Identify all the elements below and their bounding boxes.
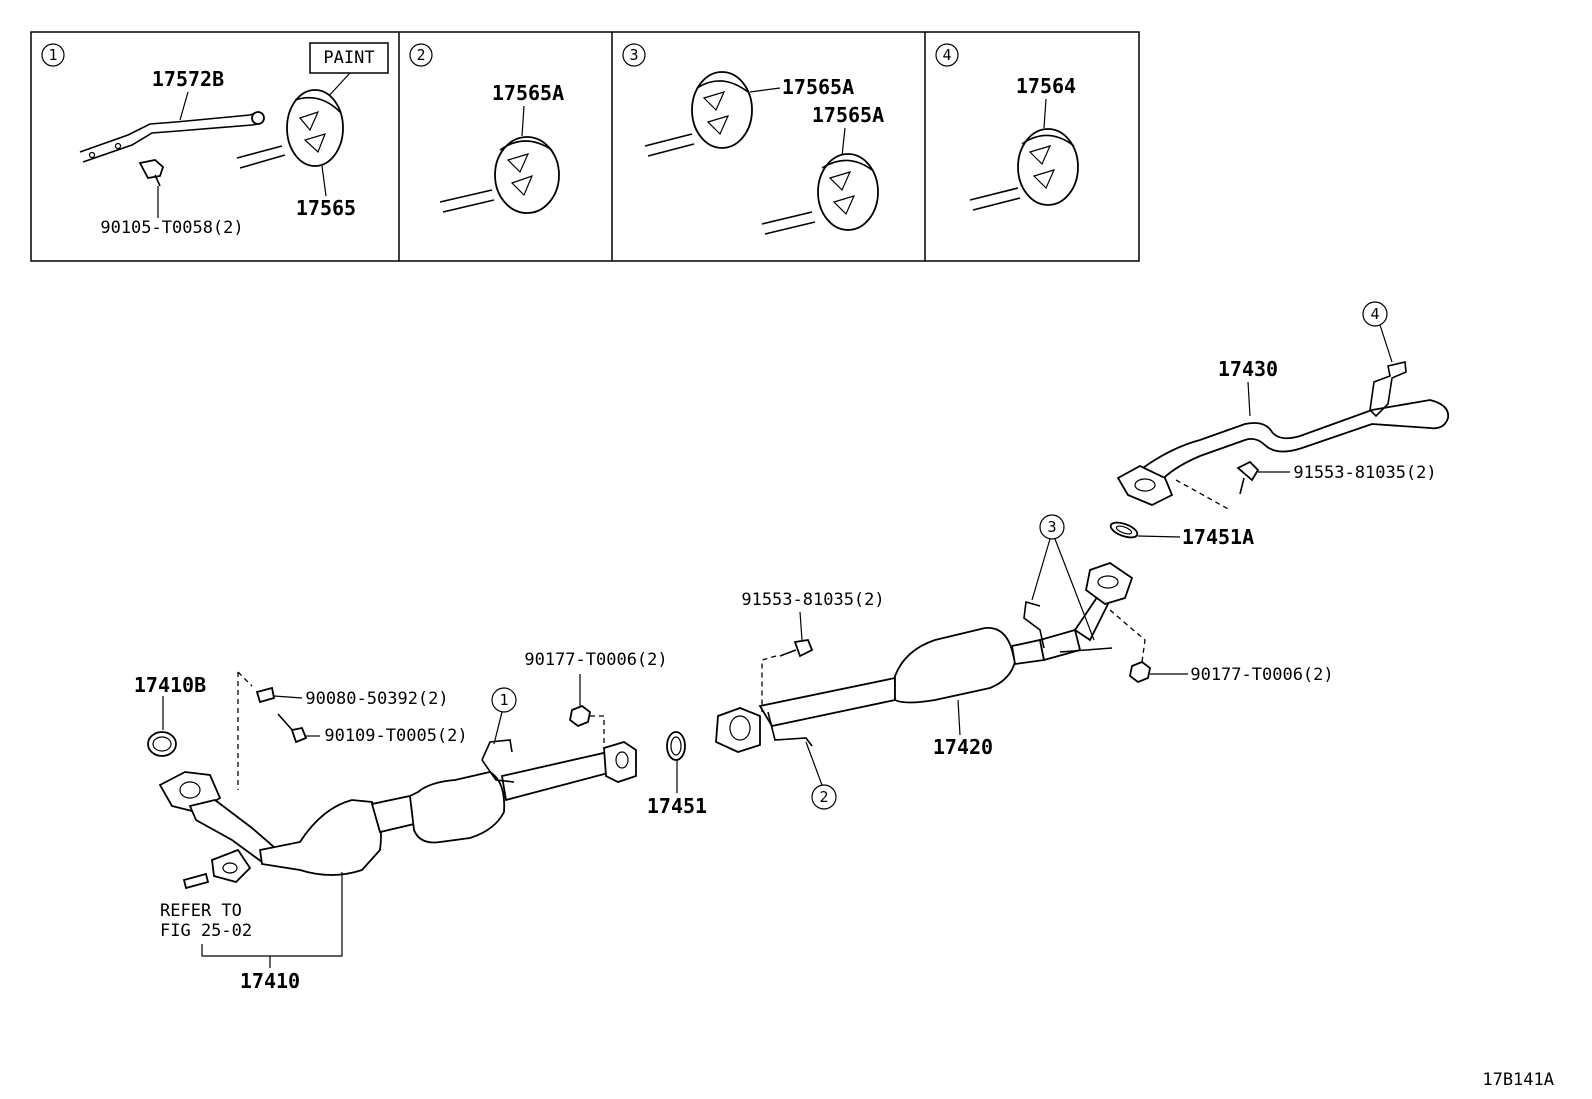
svg-text:3: 3 [1047, 518, 1056, 536]
label-91553-81035-center: 91553-81035(2) [741, 590, 884, 610]
label-91553-81035-tail: 91553-81035(2) [1293, 463, 1436, 483]
label-17451A: 17451A [1182, 525, 1254, 549]
bolt-icon [779, 639, 814, 658]
label-17565: 17565 [296, 196, 356, 220]
label-17565A: 17565A [492, 81, 564, 105]
label-90177-T0006-center: 90177-T0006(2) [1190, 665, 1333, 685]
label-17565A-upper: 17565A [782, 75, 854, 99]
inset-1: 1 17572B 90105-T0058(2) PAINT 17565 [41, 42, 389, 238]
callout-3 [1039, 514, 1065, 540]
svg-text:1: 1 [499, 691, 508, 709]
label-90177-T0006-front: 90177-T0006(2) [524, 650, 667, 670]
rubber-hanger-icon [817, 153, 879, 231]
rubber-hanger-icon [1017, 128, 1079, 206]
gasket-icon [1109, 521, 1139, 539]
inset-2: 2 17565A [409, 43, 564, 214]
nut-icon [1129, 660, 1151, 684]
label-17451: 17451 [647, 794, 707, 818]
inset-2-number: 2 [416, 46, 425, 64]
inset-3: 3 17565A 17565A [622, 43, 884, 235]
bolt-icon [1236, 460, 1260, 495]
label-90105-T0058: 90105-T0058(2) [100, 218, 243, 238]
gasket-icon [147, 731, 177, 757]
bolt-icon [138, 159, 165, 187]
hanger-bracket [79, 111, 259, 153]
callout-1 [491, 687, 517, 713]
stud-icon [182, 872, 210, 890]
paint-label: PAINT [323, 48, 374, 68]
svg-text:2: 2 [819, 788, 828, 806]
front-pipe [158, 739, 637, 884]
callout-2 [811, 784, 837, 810]
label-17410: 17410 [240, 969, 300, 993]
label-17420: 17420 [933, 735, 993, 759]
refer-to-line2: FIG 25-02 [160, 921, 252, 941]
inset-4: 4 17564 [935, 43, 1079, 211]
rubber-hanger-icon [286, 89, 344, 167]
inset-3-number: 3 [629, 46, 638, 64]
inset-panel [30, 31, 1140, 262]
refer-to-line1: REFER TO [160, 901, 242, 921]
nut-icon [569, 704, 591, 728]
label-17430: 17430 [1218, 357, 1278, 381]
label-17410B: 17410B [134, 673, 206, 697]
svg-text:4: 4 [1370, 305, 1379, 323]
rubber-hanger-icon [494, 136, 560, 214]
inset-4-number: 4 [942, 46, 951, 64]
tail-pipe [1116, 361, 1450, 506]
bolt-icon [277, 713, 308, 744]
rubber-hanger-icon [691, 71, 753, 149]
inset-1-number: 1 [48, 46, 57, 64]
figure-code: 17B141A [1482, 1070, 1554, 1090]
label-17572B: 17572B [152, 67, 224, 91]
stud-icon [255, 686, 276, 704]
label-17565A-lower: 17565A [812, 103, 884, 127]
callout-4 [1362, 301, 1388, 327]
label-17564: 17564 [1016, 74, 1076, 98]
center-pipe [715, 562, 1134, 753]
gasket-icon [666, 731, 686, 761]
label-90109-T0005: 90109-T0005(2) [324, 726, 467, 746]
label-90080-50392: 90080-50392(2) [305, 689, 448, 709]
